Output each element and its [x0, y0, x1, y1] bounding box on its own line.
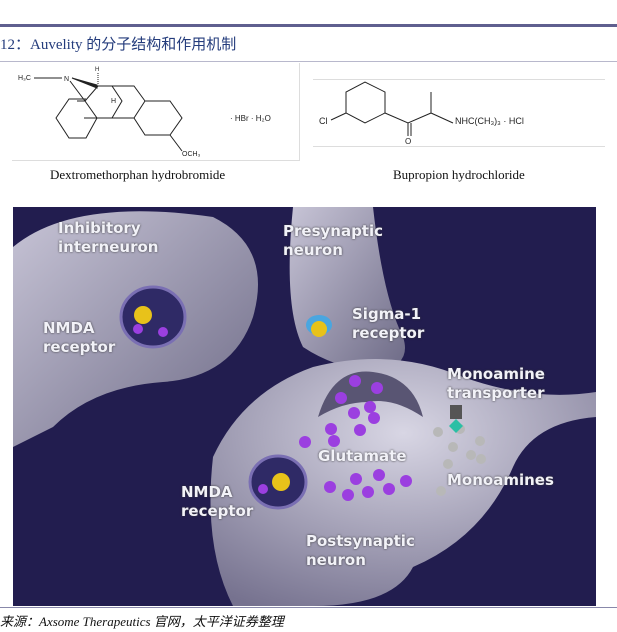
glutamate-molecules [299, 375, 412, 501]
amine-label: NHC(CH₃)₃ · HCl [455, 116, 524, 126]
label-sigma-1-receptor: Sigma-1 receptor [352, 305, 425, 342]
methoxy-label: OCH₃ [182, 151, 201, 158]
label-monoamines: Monoamines [447, 471, 554, 489]
o-label: O [405, 137, 411, 146]
label-glutamate: Glutamate [318, 447, 407, 465]
label-presynaptic-neuron: Presynaptic neuron [283, 222, 384, 259]
title-rule [0, 61, 617, 62]
n-label: N [64, 76, 69, 83]
top-rule [0, 24, 617, 27]
cl-label: Cl [319, 116, 328, 126]
h-top-label: H [95, 67, 99, 73]
figure-title: 12：Auvelity 的分子结构和作用机制 [0, 37, 237, 53]
methyl-label: H₃C [18, 75, 31, 82]
label-nmda-receptor-bottom: NMDA receptor [181, 483, 254, 520]
nmda-receptor-bottom-icon [248, 454, 308, 510]
bupropion-structure: Cl O NHC(CH₃)₃ · HCl [313, 79, 605, 147]
label-inhibitory-interneuron: Inhibitory interneuron [58, 219, 159, 256]
sigma-1-receptor-icon [306, 315, 332, 337]
monoamine-transporter-icon [449, 405, 463, 433]
label-monoamine-transporter: Monoamine transporter [447, 365, 545, 402]
label-postsynaptic-neuron: Postsynaptic neuron [306, 532, 415, 569]
synaptic-vesicle-pocket [318, 371, 423, 417]
dextromethorphan-structure: H₃C N H H OCH₃ · HBr · H₂O [12, 63, 300, 161]
caption-dextromethorphan: Dextromethorphan hydrobromide [50, 167, 226, 182]
mechanism-illustration: Inhibitory interneuron Presynaptic neuro… [13, 207, 596, 606]
label-nmda-receptor-top: NMDA receptor [43, 319, 116, 356]
nmda-receptor-top-icon [119, 285, 187, 349]
source-note: 来源：Axsome Therapeutics 官网，太平洋证券整理 [0, 614, 284, 629]
bottom-rule [0, 607, 617, 608]
salt-label: · HBr · H₂O [230, 114, 271, 123]
caption-bupropion: Bupropion hydrochloride [393, 167, 525, 182]
h-mid-label: H [111, 98, 116, 105]
